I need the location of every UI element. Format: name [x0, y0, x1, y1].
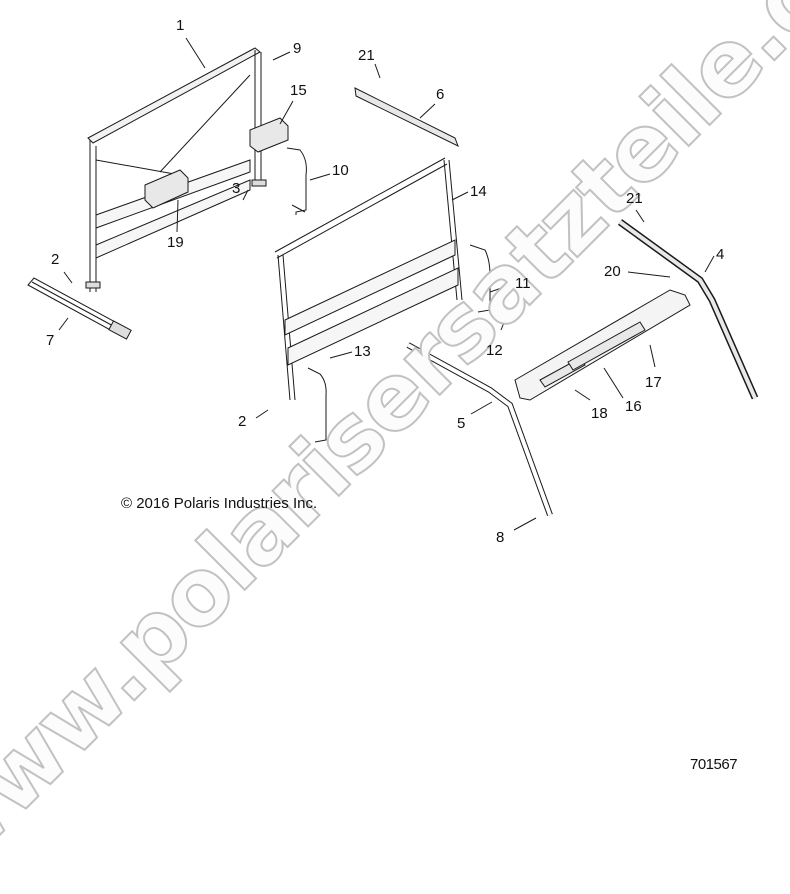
callout-15: 15	[290, 82, 307, 99]
lower-bracket	[307, 367, 327, 443]
callout-20: 20	[604, 263, 621, 280]
callout-18: 18	[591, 405, 608, 422]
callout-11: 11	[515, 275, 531, 292]
callout-12: 12	[486, 342, 503, 359]
part-1-rear-frame	[85, 47, 267, 292]
part-7-side-bar	[27, 277, 132, 340]
copyright-text: © 2016 Polaris Industries Inc.	[121, 495, 318, 512]
part-11-bracket	[469, 244, 491, 313]
part-16-panel	[514, 289, 691, 401]
callout-10: 10	[332, 162, 349, 179]
callout-7: 7	[46, 332, 55, 349]
callout-2a: 2	[51, 251, 60, 268]
part-5-side-bar	[406, 342, 553, 517]
part-6-rail	[354, 87, 459, 148]
callout-9: 9	[293, 40, 302, 57]
part-10-bracket	[286, 147, 307, 215]
callout-13: 13	[354, 343, 371, 360]
callout-5: 5	[457, 415, 466, 432]
callout-16: 16	[625, 398, 642, 415]
part-19-grab-handle	[144, 169, 189, 209]
callout-21b: 21	[626, 190, 643, 207]
leader-lines	[58, 37, 715, 531]
part-14-front-frame	[274, 157, 463, 401]
callout-2b: 2	[238, 413, 247, 430]
diagram-part-code: 701567	[690, 756, 738, 773]
part-15-grab-handle	[249, 117, 289, 153]
callout-19: 19	[167, 234, 184, 251]
callout-8: 8	[496, 529, 505, 546]
callout-3: 3	[232, 180, 241, 197]
part-4-side-bar	[617, 219, 759, 400]
callout-14: 14	[470, 183, 487, 200]
callout-4: 4	[716, 246, 725, 263]
callout-6: 6	[436, 86, 445, 103]
callout-1: 1	[176, 17, 185, 34]
callout-17: 17	[645, 374, 662, 391]
parts-diagram-canvas	[27, 37, 759, 531]
callout-21a: 21	[358, 47, 375, 64]
